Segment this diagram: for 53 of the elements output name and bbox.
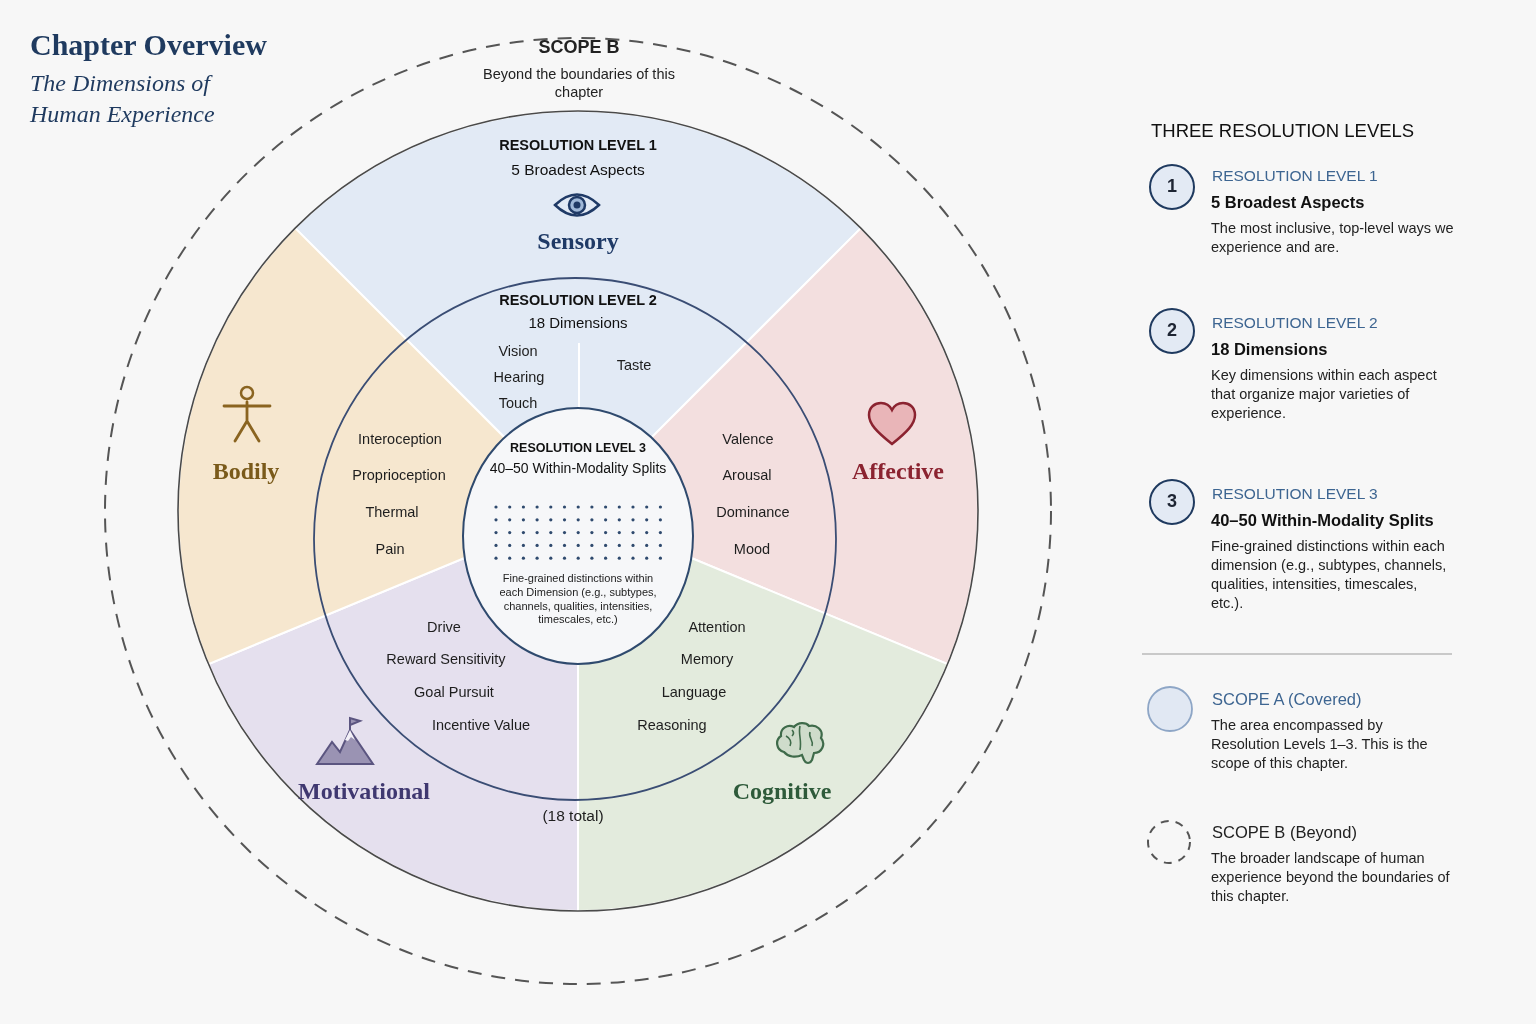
dimension-label: Interoception (357, 430, 443, 449)
level-description: Key dimensions within each aspect that organize major varieties of experience. (1211, 366, 1438, 423)
level-name: 40–50 Within-Modality Splits (1211, 510, 1435, 531)
scope-description: The broader landscape of human experience beyond the boundaries of this chapter. (1211, 849, 1451, 906)
total-note: (18 total) (541, 806, 605, 826)
chart-title: Chapter Overview (30, 28, 267, 62)
dimension-label: Proprioception (351, 466, 447, 485)
level-heading: RESOLUTION LEVEL 3 (1212, 484, 1379, 504)
dimension-label: Dominance (715, 503, 791, 522)
aspect-name: Cognitive (731, 777, 833, 806)
aspect-name: Motivational (297, 777, 431, 806)
dimension-label: Touch (497, 394, 539, 413)
level-description: Fine-grained distinctions within each dimension (e.g., subtypes, channels, qualities, intensities, timescales, etc.). (1211, 537, 1448, 613)
scope-description: The area encompassed by Resolution Levels 1–3. This is the scope of this chapter. (1211, 716, 1429, 773)
dimension-label: Reward Sensitivity (385, 650, 507, 669)
level-heading: RESOLUTION LEVEL 1 (498, 136, 658, 155)
dimension-label: Pain (374, 540, 406, 559)
level-number-badge: 1 (1149, 164, 1195, 210)
dimension-label: Language (660, 683, 728, 702)
level-heading: RESOLUTION LEVEL 2 (498, 291, 658, 310)
dimension-label: Memory (679, 650, 735, 669)
dimension-label: Reasoning (636, 716, 708, 735)
dimension-label: Valence (721, 430, 775, 449)
subtitle: The Dimensions of Human Experience (30, 69, 216, 130)
scope-description: Beyond the boundaries of this chapter (482, 65, 676, 102)
level-heading: RESOLUTION LEVEL 3 (509, 441, 647, 457)
level-subheading: 40–50 Within-Modality Splits (488, 460, 668, 478)
aspect-name: Bodily (211, 457, 281, 486)
level-subheading: 18 Dimensions (527, 314, 629, 333)
dimension-label: Goal Pursuit (413, 683, 495, 702)
level-name: 5 Broadest Aspects (1211, 192, 1366, 213)
level-number-badge: 2 (1149, 308, 1195, 354)
aspect-name: Affective (851, 457, 945, 486)
level-heading: RESOLUTION LEVEL 2 (1212, 313, 1379, 333)
dimension-label: Attention (687, 618, 747, 637)
dimension-label: Mood (732, 540, 772, 559)
dimension-label: Incentive Value (430, 716, 532, 735)
core-description: Fine-grained distinctions within each Dimension (e.g., subtypes, channels, qualities, intensities, timescales, etc.) (498, 572, 658, 627)
level-number-badge: 3 (1149, 479, 1195, 525)
dimension-label: Taste (615, 356, 653, 375)
panel-heading: THREE RESOLUTION LEVELS (1151, 119, 1416, 143)
legend-label: SCOPE B (Beyond) (1212, 822, 1357, 843)
legend-label: SCOPE A (Covered) (1212, 689, 1362, 710)
scope-heading: SCOPE B (537, 36, 621, 59)
level-name: 18 Dimensions (1211, 339, 1329, 360)
level-description: The most inclusive, top-level ways we experience and are. (1211, 219, 1455, 257)
level-heading: RESOLUTION LEVEL 1 (1212, 166, 1379, 186)
aspect-name: Sensory (536, 227, 620, 256)
dimension-label: Drive (426, 618, 462, 637)
dimension-label: Vision (497, 342, 539, 361)
dimension-label: Hearing (492, 368, 546, 387)
dimension-label: Thermal (364, 503, 420, 522)
level-subheading: 5 Broadest Aspects (510, 160, 646, 180)
